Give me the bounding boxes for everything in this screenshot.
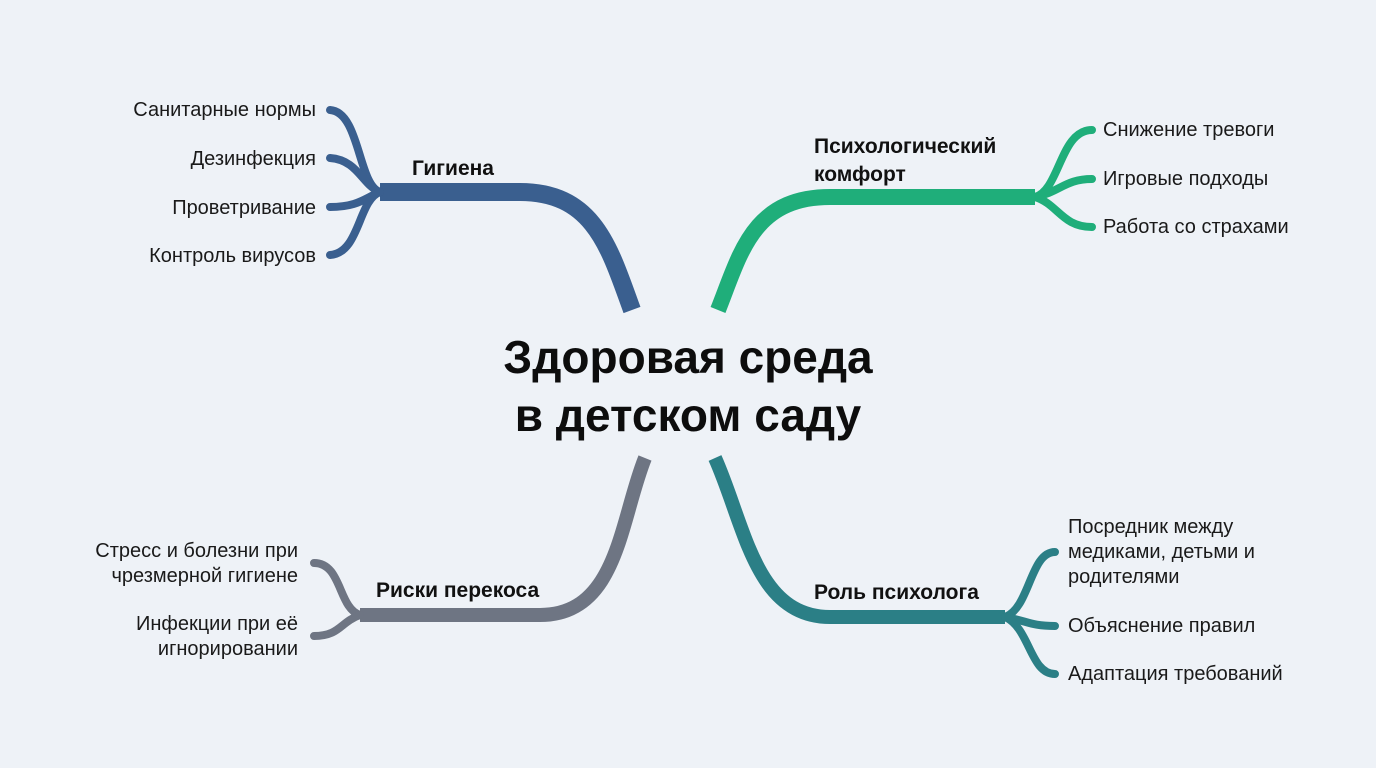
leaf-hygiene-1: Санитарные нормы — [133, 99, 316, 121]
leaf-psychologist-1-line1: Посредник между — [1068, 516, 1234, 538]
branch-psychologist — [708, 455, 1059, 678]
twig-risks-1 — [310, 559, 364, 619]
leaf-psychologist-1-line3: родителями — [1068, 566, 1180, 588]
topic-comfort-line2: комфорт — [814, 163, 906, 186]
twig-risks-2 — [310, 611, 364, 640]
branch-hygiene — [326, 106, 641, 314]
topic-psychologist: Роль психолога — [814, 581, 979, 604]
topic-comfort-line1: Психологический — [814, 135, 997, 158]
leaf-psychologist-1: Посредник между медиками, детьми и родит… — [1068, 515, 1255, 590]
leaf-risks-2: Инфекции при её игнорировании — [136, 612, 298, 662]
main-stem-psychologist — [708, 455, 1005, 624]
topic-hygiene: Гигиена — [412, 157, 494, 180]
leaf-psychologist-1-line2: медиками, детьми и — [1068, 541, 1255, 563]
branch-comfort — [710, 126, 1096, 313]
leaf-hygiene-4: Контроль вирусов — [149, 245, 316, 267]
twig-hygiene-4 — [326, 188, 384, 259]
branch-risks — [310, 455, 652, 640]
twig-psychologist-1 — [1001, 548, 1059, 621]
twig-psychologist-3 — [1001, 613, 1059, 678]
main-stem-risks — [360, 455, 652, 622]
leaf-comfort-1: Снижение тревоги — [1103, 119, 1275, 141]
main-stem-comfort — [710, 189, 1035, 313]
leaf-psychologist-3: Адаптация требований — [1068, 663, 1283, 685]
center-title-line2: в детском саду — [514, 389, 862, 441]
center-title: Здоровая среда в детском саду — [430, 328, 946, 444]
leaf-risks-1-line1: Стресс и болезни при — [95, 540, 298, 562]
twig-comfort-3 — [1031, 193, 1096, 231]
leaf-comfort-3: Работа со страхами — [1103, 216, 1289, 238]
topic-risks: Риски перекоса — [376, 579, 540, 602]
leaf-risks-1: Стресс и болезни при чрезмерной гигиене — [95, 539, 298, 589]
leaf-risks-1-line2: чрезмерной гигиене — [111, 565, 298, 587]
twig-hygiene-1 — [326, 106, 384, 196]
topic-comfort: Психологический комфорт — [814, 133, 996, 189]
leaf-hygiene-3: Проветривание — [172, 197, 316, 219]
leaf-comfort-2: Игровые подходы — [1103, 168, 1269, 190]
main-stem-hygiene — [380, 183, 641, 314]
leaf-psychologist-2: Объяснение правил — [1068, 615, 1256, 637]
center-title-line1: Здоровая среда — [503, 331, 873, 383]
leaf-risks-2-line1: Инфекции при её — [135, 613, 298, 635]
twig-hygiene-2 — [326, 154, 384, 196]
leaf-risks-2-line2: игнорировании — [157, 638, 298, 660]
leaf-hygiene-2: Дезинфекция — [190, 148, 316, 170]
